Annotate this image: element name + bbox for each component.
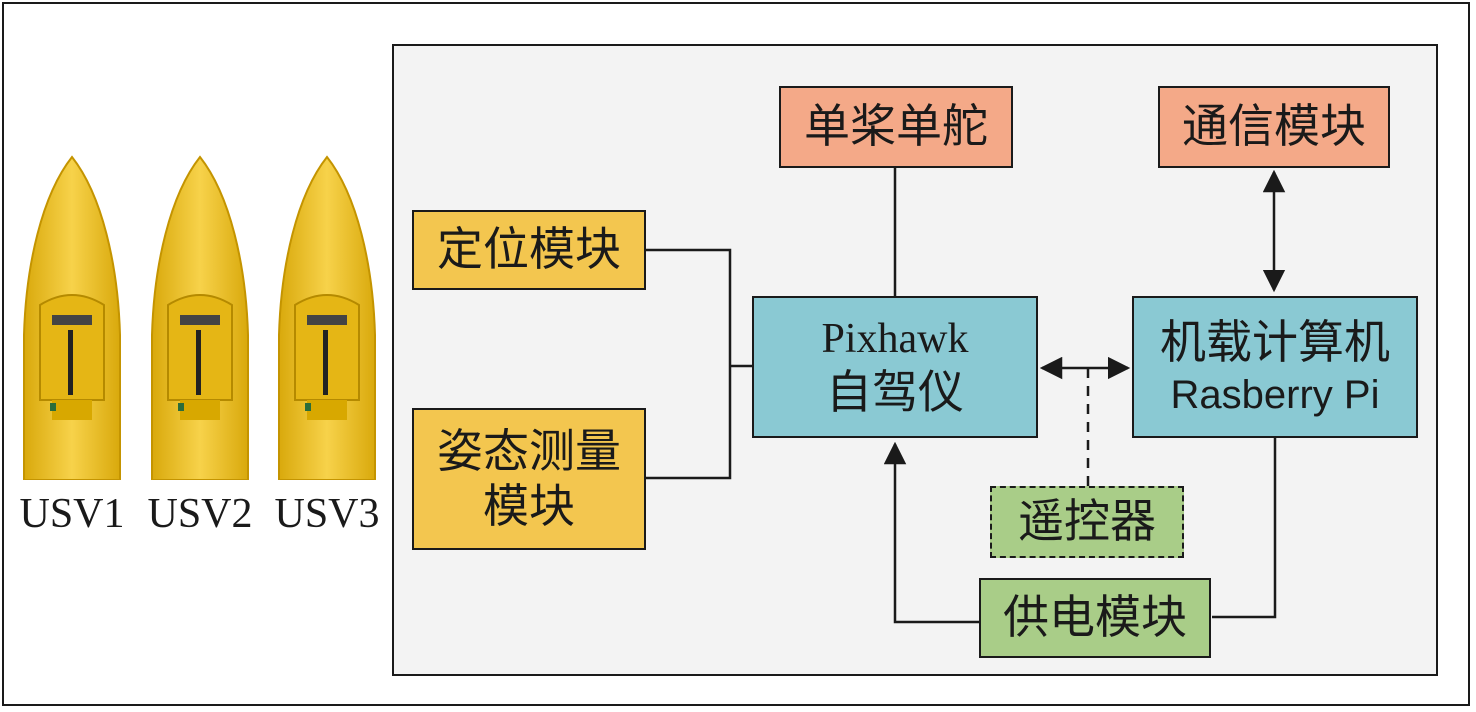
onboard-computer: 机载计算机 Rasberry Pi <box>1132 296 1418 438</box>
propeller-rudder-module: 单桨单舵 <box>779 86 1013 168</box>
propeller-rudder-label: 单桨单舵 <box>804 99 988 154</box>
usv1-boat-image <box>23 155 121 480</box>
positioning-module: 定位模块 <box>412 210 646 290</box>
pixhawk-label-line2: 自驾仪 <box>826 364 964 419</box>
power-to-computer-line <box>1212 437 1277 619</box>
positioning-line <box>645 248 732 480</box>
comm-label: 通信模块 <box>1182 99 1366 154</box>
usv2-boat-image <box>151 155 249 480</box>
pixhawk-label-line1: Pixhawk <box>821 316 969 363</box>
power-module: 供电模块 <box>979 578 1211 658</box>
comm-module: 通信模块 <box>1158 86 1390 168</box>
usv2-label: USV2 <box>147 491 253 537</box>
attitude-label-line1: 姿态测量 <box>437 423 621 478</box>
power-label: 供电模块 <box>1003 590 1187 645</box>
remote-controller: 遥控器 <box>990 486 1184 558</box>
remote-label: 遥控器 <box>1018 494 1156 549</box>
computer-label-line1: 机载计算机 <box>1160 315 1390 370</box>
attitude-module: 姿态测量 模块 <box>412 408 646 550</box>
positioning-label: 定位模块 <box>437 222 621 277</box>
computer-label-line2: Rasberry Pi <box>1170 372 1380 417</box>
pixhawk-autopilot: Pixhawk 自驾仪 <box>752 296 1038 438</box>
usv3-label: USV3 <box>274 491 380 537</box>
power-to-pixhawk-arrow <box>883 441 979 624</box>
attitude-label-line2: 模块 <box>483 479 575 533</box>
usv3-boat-image <box>278 155 376 480</box>
usv1-label: USV1 <box>19 491 125 537</box>
